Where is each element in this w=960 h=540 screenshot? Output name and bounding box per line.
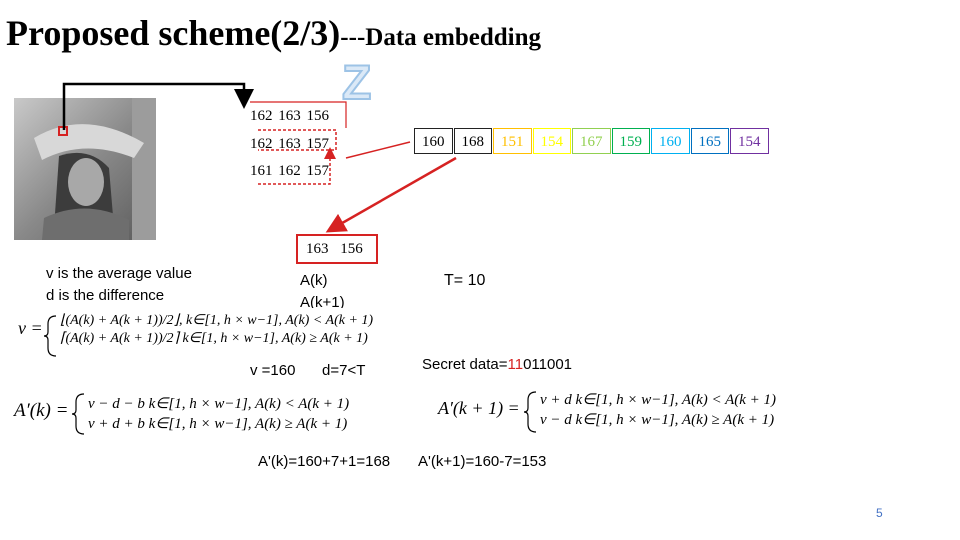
label-ak: A(k) (300, 272, 328, 289)
seq-cell: 154 (532, 128, 571, 154)
ak1-formula-lhs: A′(k + 1) = (438, 398, 520, 418)
page-number: 5 (876, 506, 883, 520)
threshold: T= 10 (444, 272, 486, 289)
slide-title: Proposed scheme(2/3)---Data embedding (6, 12, 541, 54)
ak1-case-1: v + d k∈[1, h × w−1], A(k) < A(k + 1) (540, 392, 777, 408)
zigzag-path-2 (258, 147, 336, 185)
grid-row-1: 162 163 156 (250, 108, 329, 124)
result-ak1: A'(k+1)=160-7=153 (418, 453, 547, 470)
grid-row-3: 161 162 157 (250, 163, 329, 179)
seq-cell: 167 (572, 128, 611, 154)
ak-formula-lhs: A′(k) = (14, 400, 69, 421)
zigzag-path (258, 129, 337, 151)
label-ak1: A(k+1) (300, 294, 345, 308)
v-case-2: ⌈(A(k) + A(k + 1))/2⌉ k∈[1, h × w−1], A(… (60, 331, 368, 346)
photo-to-grid-arrow (62, 82, 254, 130)
seq-cell: 160 (414, 128, 453, 154)
seq-cell: 168 (453, 128, 492, 154)
v-formula-lhs: v = (18, 318, 43, 338)
seq-cell: 151 (493, 128, 532, 154)
definition-d: d is the difference (46, 287, 165, 304)
calc-v: v =160 (250, 362, 296, 379)
calc-d: d=7<T (322, 362, 366, 379)
title-suffix: ---Data embedding (340, 24, 541, 51)
pixel-pair-box: 163 156 (296, 234, 378, 264)
seq-cell: 160 (651, 128, 690, 154)
title-main: Proposed scheme(2/3) (6, 13, 341, 53)
sequence-to-pair-arrow (325, 156, 457, 233)
zigzag-sequence: 160 168 151 154 167 159 160 165 154 (414, 128, 770, 156)
result-ak: A'(k)=160+7+1=168 (258, 453, 391, 470)
seq-cell: 159 (611, 128, 650, 154)
portrait-photo (14, 98, 156, 240)
secret-data: Secret data=11011001 (422, 356, 573, 373)
ak-case-1: v − d − b k∈[1, h × w−1], A(k) < A(k + 1… (88, 396, 350, 412)
ak1-case-2: v − d k∈[1, h × w−1], A(k) ≥ A(k + 1) (540, 412, 775, 428)
seq-cell: 165 (690, 128, 729, 154)
definition-v: v is the average value (46, 265, 192, 282)
v-case-1: ⌊(A(k) + A(k + 1))/2⌋, k∈[1, h × w−1], A… (60, 313, 374, 328)
seq-cell: 154 (730, 128, 769, 154)
ak-case-2: v + d + b k∈[1, h × w−1], A(k) ≥ A(k + 1… (88, 416, 348, 432)
grid-row-2: 162 163 157 (250, 136, 329, 152)
